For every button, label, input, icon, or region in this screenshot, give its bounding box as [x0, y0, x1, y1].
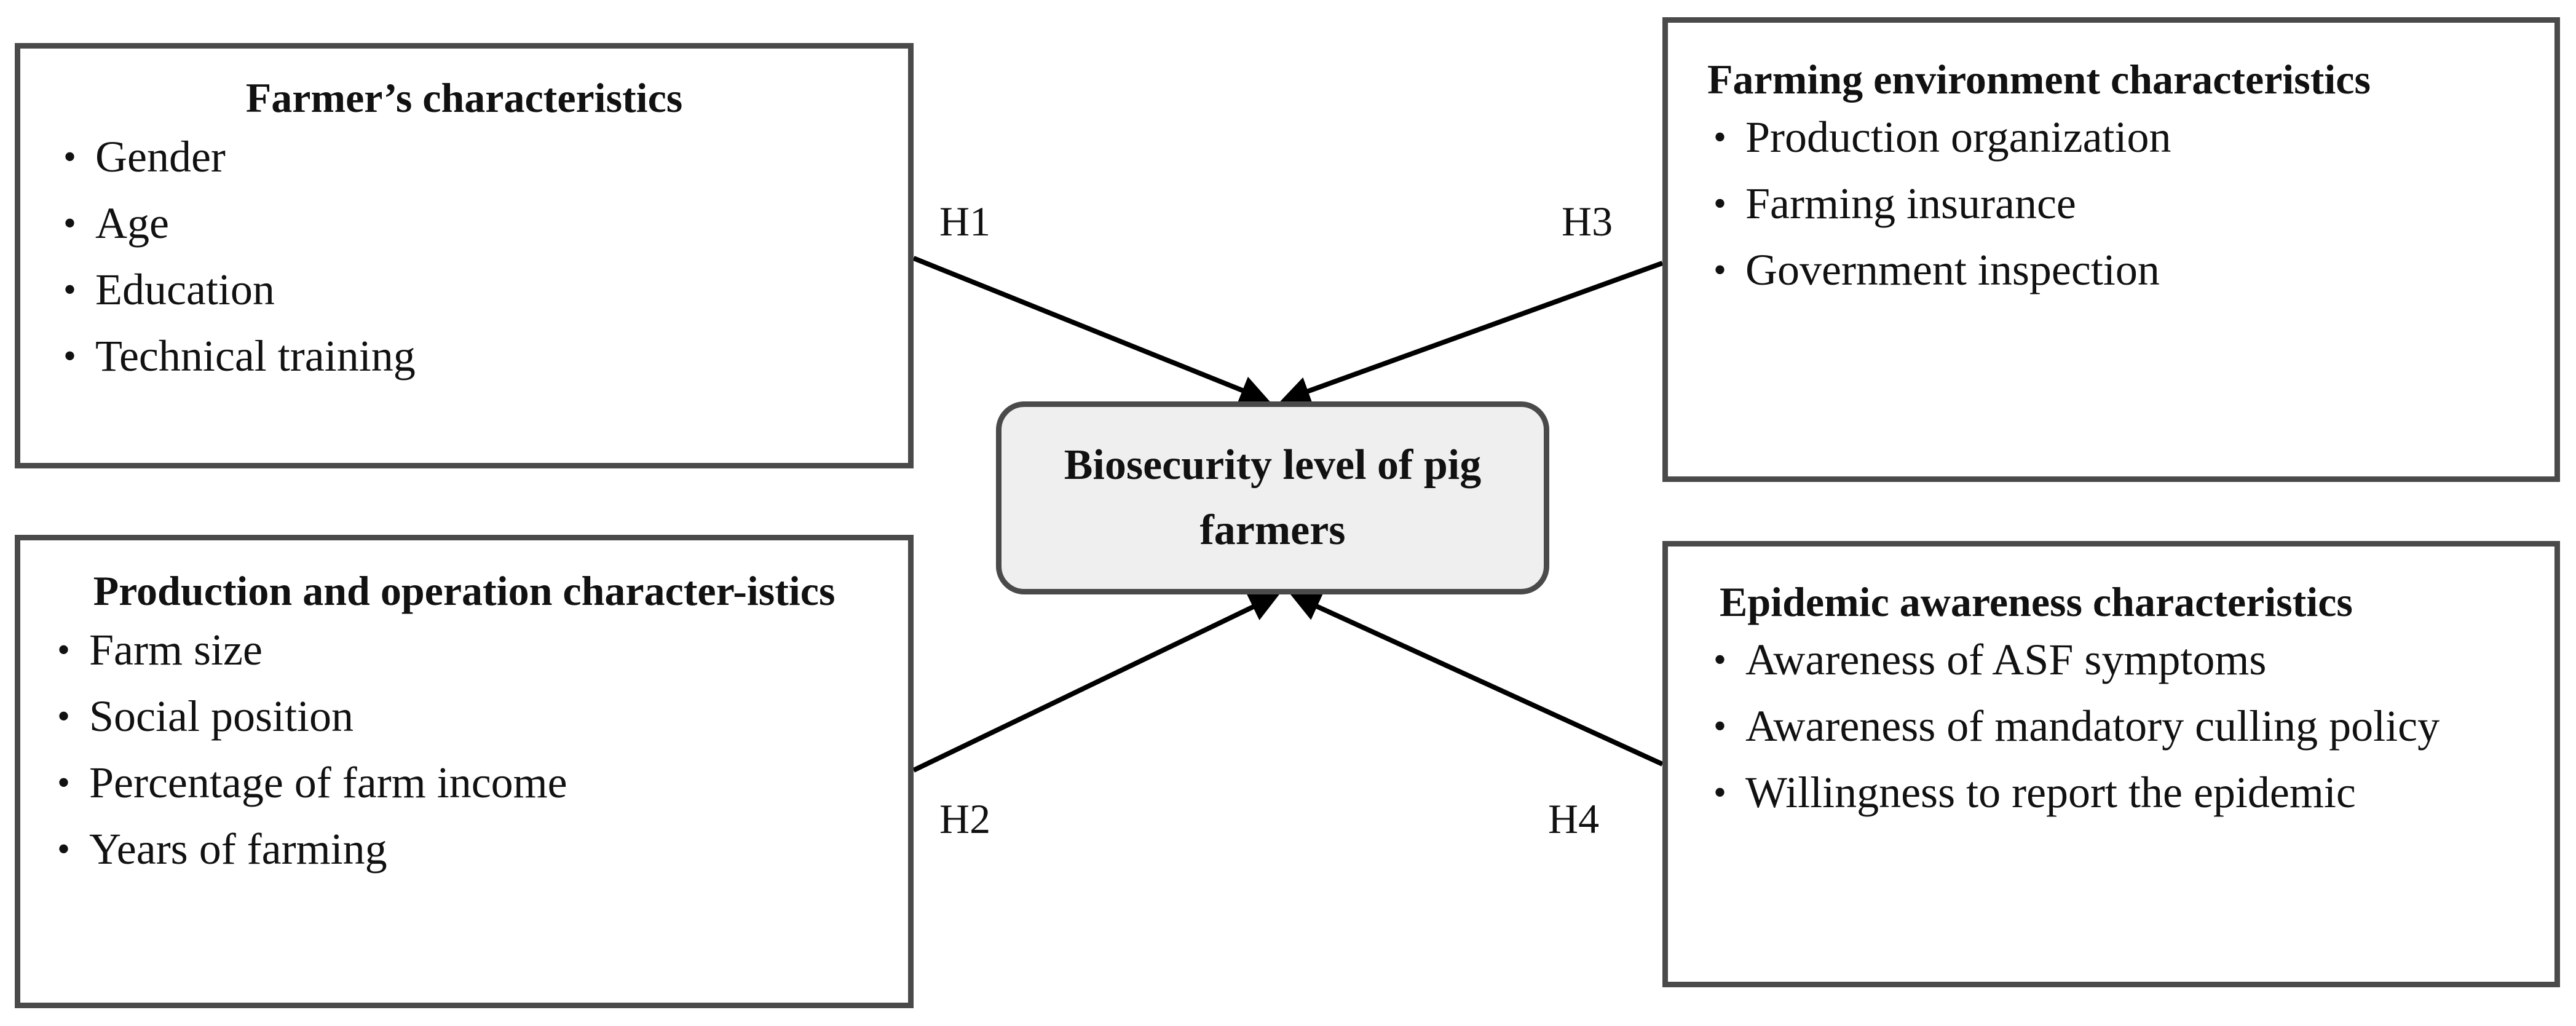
list-item: •Years of farming: [51, 816, 908, 882]
arrow-h4: [1290, 593, 1664, 767]
biosecurity-level-label: Biosecurity level of pig farmers: [1064, 441, 1482, 554]
bullet-icon: •: [1713, 706, 1727, 747]
arrow-h1: [912, 256, 1270, 404]
production-operation-list: •Farm size •Social position •Percentage …: [51, 617, 908, 882]
list-item: •Gender: [57, 124, 908, 190]
bullet-icon: •: [1713, 772, 1727, 813]
list-item: •Government inspection: [1707, 237, 2554, 303]
production-operation-title: Production and operation character-istic…: [93, 567, 836, 614]
arrow-h3: [1280, 261, 1664, 405]
hypothesis-label-h2: H2: [939, 795, 991, 842]
farming-environment-list: •Production organization •Farming insura…: [1707, 104, 2554, 303]
farmer-characteristics-title: Farmer’s characteristics: [245, 74, 683, 121]
bullet-icon: •: [1713, 117, 1727, 158]
list-item: •Awareness of mandatory culling policy: [1707, 693, 2524, 759]
hypothesis-label-h3: H3: [1562, 198, 1613, 245]
farmer-characteristics-box: Farmer’s characteristics •Gender •Age •E…: [15, 43, 914, 468]
epidemic-awareness-title: Epidemic awareness characteristics: [1720, 578, 2353, 625]
bullet-icon: •: [63, 269, 77, 310]
list-item: •Awareness of ASF symptoms: [1707, 626, 2524, 693]
farming-environment-title: Farming environment characteristics: [1707, 56, 2371, 103]
bullet-icon: •: [1713, 250, 1727, 291]
bullet-icon: •: [1713, 639, 1727, 681]
hypothesis-label-h1: H1: [939, 198, 991, 245]
list-item: •Education: [57, 256, 908, 323]
epidemic-awareness-box: Epidemic awareness characteristics •Awar…: [1662, 541, 2560, 987]
farmer-characteristics-list: •Gender •Age •Education •Technical train…: [57, 124, 908, 389]
bullet-icon: •: [57, 629, 71, 671]
bullet-icon: •: [57, 696, 71, 737]
list-item: •Farming insurance: [1707, 170, 2554, 237]
bullet-icon: •: [63, 336, 77, 377]
bullet-icon: •: [57, 762, 71, 803]
list-item: •Production organization: [1707, 104, 2554, 170]
farming-environment-box: Farming environment characteristics •Pro…: [1662, 17, 2560, 482]
list-item: •Social position: [51, 683, 908, 749]
bullet-icon: •: [1713, 183, 1727, 224]
list-item: •Willingness to report the epidemic: [1707, 759, 2524, 826]
bullet-icon: •: [57, 829, 71, 870]
list-item: •Farm size: [51, 617, 908, 683]
list-item: •Technical training: [57, 323, 908, 389]
arrow-h2: [912, 593, 1280, 773]
biosecurity-level-box: Biosecurity level of pig farmers: [996, 401, 1549, 594]
list-item: •Age: [57, 190, 908, 256]
epidemic-awareness-list: •Awareness of ASF symptoms •Awareness of…: [1707, 626, 2524, 826]
bullet-icon: •: [63, 136, 77, 178]
bullet-icon: •: [63, 203, 77, 244]
hypothesis-label-h4: H4: [1548, 795, 1600, 842]
production-operation-box: Production and operation character-istic…: [15, 535, 914, 1008]
list-item: •Percentage of farm income: [51, 749, 908, 816]
